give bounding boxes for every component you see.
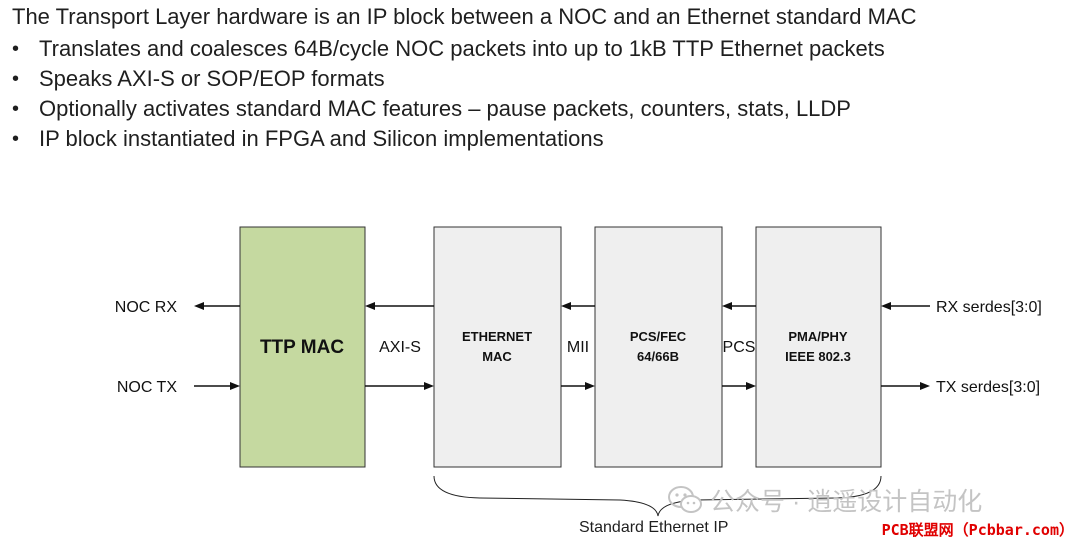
credit-text: PCB联盟网（Pcbbar.com） [881, 521, 1074, 539]
arrow-ttp-to-noc-rx [194, 302, 240, 310]
arrow-mac-to-ttp-rx [365, 302, 434, 310]
bullet-list: • Translates and coalesces 64B/cycle NOC … [12, 34, 885, 154]
arrow-mac-to-pcs-tx [561, 382, 595, 390]
bullet-text: Translates and coalesces 64B/cycle NOC p… [39, 36, 885, 61]
bullet-item: • Optionally activates standard MAC featu… [12, 94, 885, 124]
bullet-text: IP block instantiated in FPGA and Silico… [39, 126, 604, 151]
pma-phy-block [755, 226, 882, 468]
ttp-mac-block [239, 226, 366, 468]
watermark: 公众号 · 逍遥设计自动化 [668, 482, 982, 518]
arrow-pma-to-tx-serdes [881, 382, 930, 390]
bullet-marker: • [12, 128, 20, 150]
pcs-fec-label-line1: PCS/FEC [630, 329, 687, 344]
ethernet-mac-block [433, 226, 562, 468]
ttp-mac-label: TTP MAC [260, 337, 344, 358]
wechat-icon [668, 486, 702, 513]
bullet-text: Speaks AXI-S or SOP/EOP formats [39, 66, 385, 91]
axi-s-interface-label: AXI-S [379, 339, 421, 356]
arrow-pcs-to-mac-rx [561, 302, 595, 310]
arrow-ttp-to-mac-tx [365, 382, 434, 390]
tx-serdes-label: TX serdes[3:0] [936, 379, 1040, 396]
standard-ethernet-ip-brace [433, 475, 882, 517]
bullet-marker: • [12, 38, 20, 60]
bullet-item: • Speaks AXI-S or SOP/EOP formats [12, 64, 885, 94]
noc-tx-label: NOC TX [117, 379, 177, 396]
noc-rx-label: NOC RX [115, 299, 178, 316]
standard-ethernet-ip-label: Standard Ethernet IP [579, 519, 729, 536]
arrow-pcs-to-pma-tx [722, 382, 756, 390]
arrow-rx-serdes-to-pma [881, 302, 930, 310]
mii-interface-label: MII [567, 339, 589, 356]
ethernet-mac-label-line1: ETHERNET [462, 329, 532, 344]
bullet-marker: • [12, 68, 20, 90]
arrow-noc-tx-to-ttp [194, 382, 240, 390]
page-heading: The Transport Layer hardware is an IP bl… [12, 4, 917, 29]
pma-phy-label-line2: IEEE 802.3 [785, 349, 851, 364]
pcs-fec-label-line2: 64/66B [637, 349, 679, 364]
pcs-interface-label: PCS [723, 339, 756, 356]
bullet-text: Optionally activates standard MAC featur… [39, 96, 851, 121]
pcs-fec-block [594, 226, 723, 468]
pma-phy-label-line1: PMA/PHY [788, 329, 848, 344]
bullet-marker: • [12, 98, 20, 120]
bullet-item: • IP block instantiated in FPGA and Silic… [12, 124, 885, 154]
bullet-item: • Translates and coalesces 64B/cycle NOC … [12, 34, 885, 64]
rx-serdes-label: RX serdes[3:0] [936, 299, 1042, 316]
arrow-pma-to-pcs-rx [722, 302, 756, 310]
ethernet-mac-label-line2: MAC [482, 349, 512, 364]
watermark-text: 公众号 · 逍遥设计自动化 [710, 488, 983, 516]
